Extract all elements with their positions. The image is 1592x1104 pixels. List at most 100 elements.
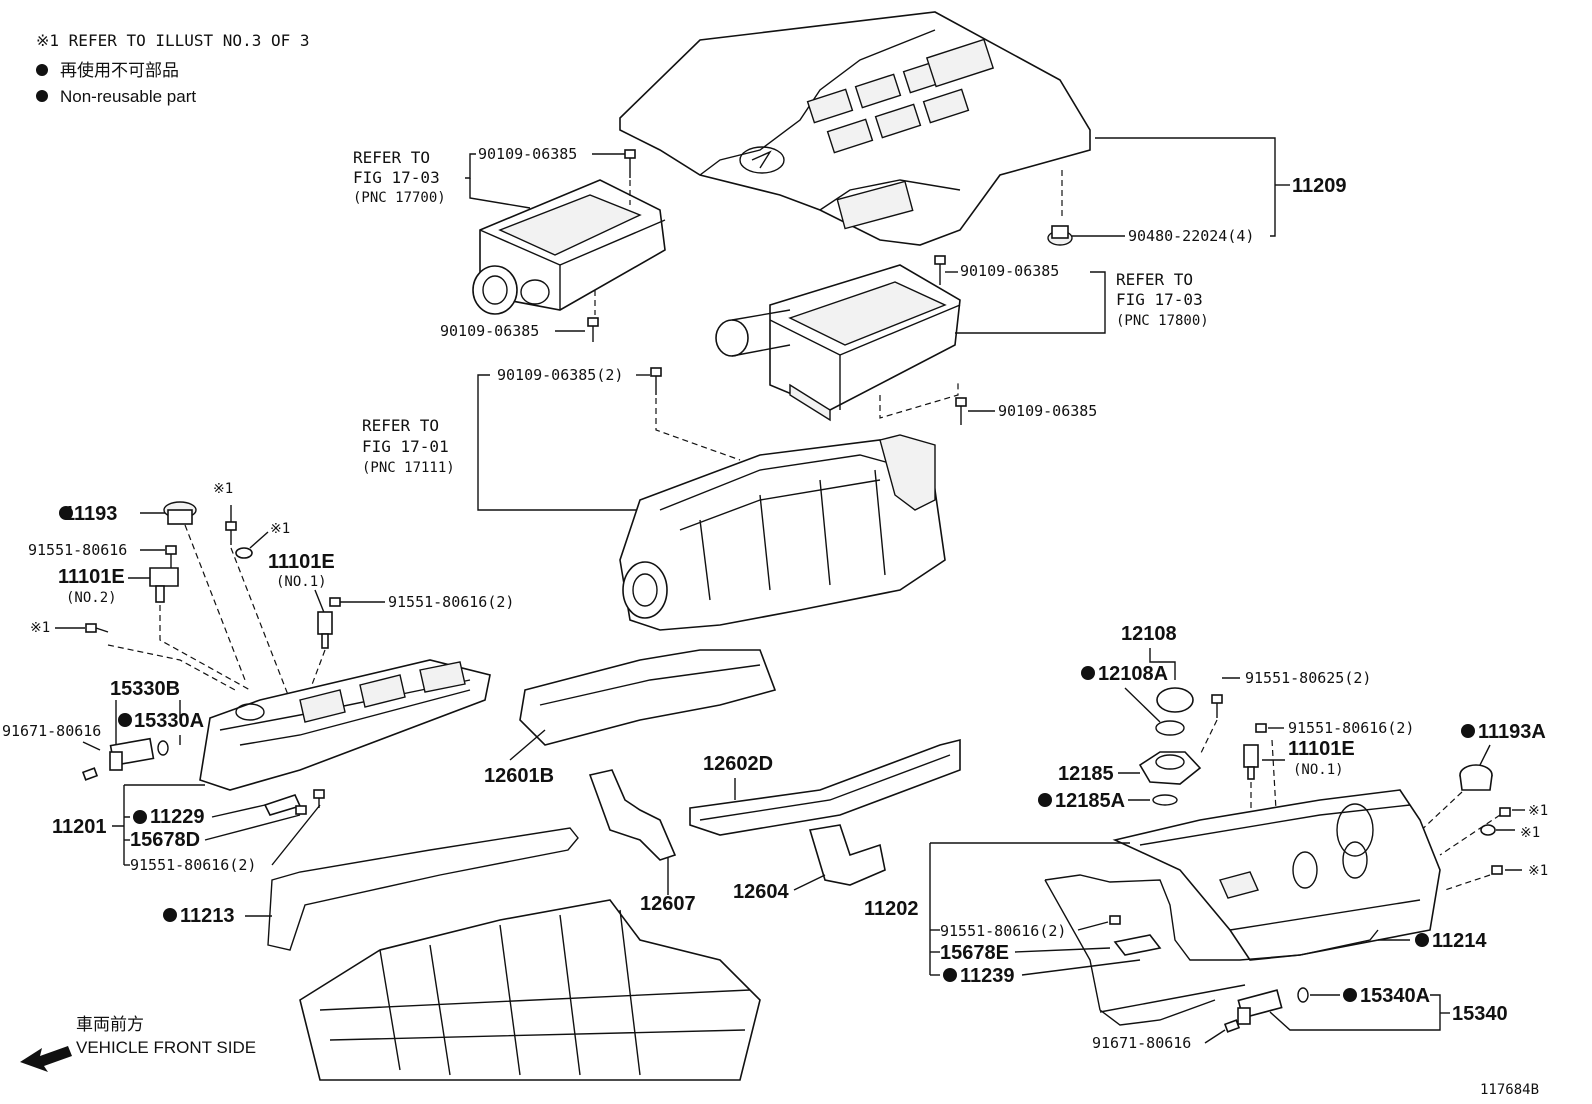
label-91671-80616-a: 91671-80616 (2, 722, 101, 740)
label-12601B: 12601B (484, 765, 554, 787)
label-11101E-no1-left: 11101E (268, 551, 335, 573)
label-91671-80616-b: 91671-80616 (1092, 1034, 1191, 1052)
nonreusable-mark-icon (59, 506, 73, 520)
direction-label-en: VEHICLE FRONT SIDE (76, 1038, 256, 1057)
label-90109-06385-b: 90109-06385 (440, 322, 539, 340)
label-12185: 12185 (1058, 763, 1114, 785)
label-11213: 11213 (180, 905, 235, 927)
label-15340A: 15340A (1360, 985, 1430, 1007)
refer-c-line1: REFER TO (362, 416, 439, 435)
label-90480-22024: 90480-22024(4) (1128, 227, 1254, 245)
bolt-icon (81, 767, 99, 781)
ref1-marker-f: ※1 (1528, 863, 1548, 879)
label-15678E: 15678E (940, 942, 1009, 964)
washer-icon (235, 547, 253, 559)
insulator-12604-illustration (808, 824, 886, 886)
label-11101E-no1-left-sub: (NO.1) (276, 574, 327, 590)
insulator-12601B-illustration (519, 649, 777, 746)
nonreusable-mark-icon (1461, 724, 1475, 738)
insulator-12602D-illustration (689, 738, 961, 836)
label-15330B: 15330B (110, 678, 180, 700)
label-11193A: 11193A (1478, 721, 1546, 743)
nonreusable-mark-icon (1038, 793, 1052, 807)
label-11101E-no2: 11101E (58, 566, 125, 588)
label-12108: 12108 (1121, 623, 1177, 645)
direction-label-jp: 車両前方 (76, 1015, 144, 1034)
oil-filler-grommet-right-illustration (1459, 764, 1493, 791)
bolt-icon (295, 805, 307, 815)
cylinder-head-cover-right-illustration (1112, 789, 1441, 961)
bolt-icon (624, 149, 636, 178)
nonreusable-mark-icon (133, 810, 147, 824)
bolt-icon (85, 623, 109, 633)
legend-jp: 再使用不可部品 (60, 60, 179, 80)
legend-en: Non-reusable part (60, 87, 196, 106)
bolt-icon (329, 597, 341, 607)
camshaft-sensor-illustration (317, 611, 333, 649)
legend-bullet-icon (36, 64, 48, 76)
label-11209: 11209 (1292, 175, 1347, 197)
gasket-small-illustration (263, 794, 302, 816)
nonreusable-mark-icon (1343, 988, 1357, 1002)
refer-b-line2: FIG 17-03 (1116, 290, 1203, 309)
bolt-icon (1499, 807, 1511, 817)
label-91551-80616-a: 91551-80616 (28, 541, 127, 559)
label-15678D: 15678D (130, 829, 200, 851)
refer-c-line3: (PNC 17111) (362, 460, 455, 476)
oil-control-valve-right-illustration (1237, 989, 1283, 1025)
oil-filler-cap-illustration (1155, 687, 1194, 736)
label-12604: 12604 (733, 881, 789, 903)
label-90109-06385-2: 90109-06385(2) (497, 366, 623, 384)
oil-filler-grommet-illustration (163, 501, 197, 525)
refer-a-line3: (PNC 17700) (353, 190, 446, 206)
o-ring-icon (1152, 794, 1178, 806)
bolt-icon (1491, 865, 1503, 875)
ref1-marker-d: ※1 (1528, 803, 1548, 819)
bolt-icon (1255, 723, 1267, 733)
label-90109-06385-c: 90109-06385 (960, 262, 1059, 280)
bolt-icon (1223, 1019, 1241, 1033)
insulator-12607-illustration (588, 769, 677, 861)
ref1-marker-e: ※1 (1520, 825, 1540, 841)
label-12108A: 12108A (1098, 663, 1168, 685)
refer-a-line2: FIG 17-03 (353, 168, 440, 187)
cylinder-head-illustration (299, 899, 761, 1081)
label-15330A: 15330A (134, 710, 204, 732)
label-11201: 11201 (52, 816, 107, 838)
refer-note: ※1 REFER TO ILLUST NO.3 OF 3 (36, 31, 310, 50)
o-ring-icon (157, 740, 169, 756)
o-ring-icon (1297, 987, 1309, 1003)
label-11101E-no2-sub: (NO.2) (66, 590, 117, 606)
head-cover-gasket-left-illustration (267, 827, 579, 951)
bracket-illustration (149, 567, 179, 603)
ref1-marker-b: ※1 (270, 521, 290, 537)
legend-bullet-icon (36, 90, 48, 102)
head-cover-gasket-right-illustration (1044, 874, 1379, 1026)
intake-manifold-illustration (619, 434, 946, 631)
label-12602D: 12602D (703, 753, 773, 775)
label-11229: 11229 (150, 806, 205, 828)
label-15340: 15340 (1452, 1003, 1508, 1025)
nonreusable-mark-icon (1081, 666, 1095, 680)
refer-a-line1: REFER TO (353, 148, 430, 167)
label-12607: 12607 (640, 893, 696, 915)
bolt-icon (650, 367, 662, 395)
air-intake-left-illustration (472, 179, 666, 315)
label-11202: 11202 (864, 898, 919, 920)
camshaft-sensor-illustration (1243, 744, 1259, 780)
label-90109-06385-a: 90109-06385 (478, 145, 577, 163)
oil-control-valve-illustration (109, 737, 155, 771)
label-11193: 11193 (64, 503, 117, 525)
label-91551-80616-2-f: 91551-80616(2) (940, 922, 1066, 940)
label-91551-80616-2-b: 91551-80616(2) (130, 856, 256, 874)
label-90109-06385-d: 90109-06385 (998, 402, 1097, 420)
bolt-icon (225, 505, 237, 545)
ref1-marker-c: ※1 (30, 620, 50, 636)
refer-b-line3: (PNC 17800) (1116, 313, 1209, 329)
nonreusable-mark-icon (163, 908, 177, 922)
label-91551-80625-2: 91551-80625(2) (1245, 669, 1371, 687)
bolt-icon (587, 317, 599, 342)
label-12185A: 12185A (1055, 790, 1125, 812)
